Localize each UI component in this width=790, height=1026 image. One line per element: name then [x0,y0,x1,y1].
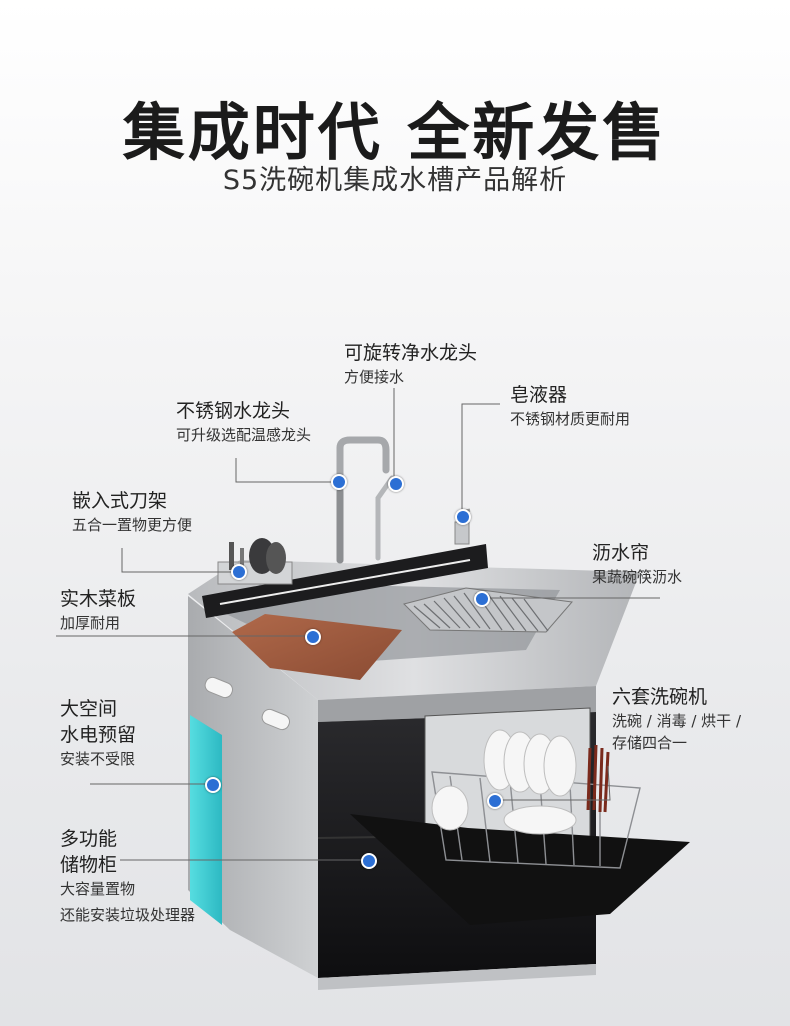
callout-title: 可旋转净水龙头 [344,342,478,364]
plates [431,729,577,835]
drain-rack [403,587,573,633]
callout-sub: 可升级选配温感龙头 [176,426,312,444]
callout-title: 沥水帘 [592,542,650,564]
side-handle [261,708,290,731]
marker-dishwasher [487,793,503,809]
callout-title: 大空间 [60,698,118,720]
side-handle [204,676,233,699]
rail-light [219,559,471,605]
page-title: 集成时代 全新发售 [122,96,668,169]
marker-drain-rack [474,591,490,607]
callout-sub-2: 还能安装垃圾处理器 [60,906,196,924]
marker-rotating-faucet [388,476,404,492]
callout-big-space: 大空间 水电预留 安装不受限 [60,696,136,770]
callout-dishwasher: 六套洗碗机 洗碗 / 消毒 / 烘干 / 存储四合一 [612,684,741,754]
callout-title-2: 水电预留 [60,724,137,746]
teal-cutaway-panel [190,715,222,925]
callout-sub: 不锈钢材质更耐用 [510,410,631,428]
callout-title: 不锈钢水龙头 [176,400,291,422]
knife-rack [217,538,293,585]
callout-sub: 洗碗 / 消毒 / 烘干 / [612,712,742,730]
marker-knife-rack [231,564,247,580]
dishwasher-door [350,814,690,925]
callout-soap-dispenser: 皂液器 不锈钢材质更耐用 [510,382,630,430]
callout-drain-rack: 沥水帘 果蔬碗筷沥水 [592,540,682,588]
callout-sub: 安装不受限 [60,750,136,768]
callout-title: 实木菜板 [60,588,137,610]
wooden-cutting-board [232,614,402,680]
rotating-faucet [375,475,395,561]
callout-sub: 方便接水 [344,368,405,386]
page-subtitle: S5洗碗机集成水槽产品解析 [222,165,568,196]
callout-title: 嵌入式刀架 [72,490,168,512]
callout-title: 六套洗碗机 [612,686,708,708]
callout-rotating-faucet: 可旋转净水龙头 方便接水 [344,340,477,388]
callout-title-2: 储物柜 [60,854,118,876]
callout-cutting-board: 实木菜板 加厚耐用 [60,586,136,634]
callout-storage: 多功能 储物柜 大容量置物 还能安装垃圾处理器 [60,826,195,926]
callout-title: 多功能 [60,828,118,850]
marker-storage [361,853,377,869]
callout-sub: 大容量置物 [60,880,136,898]
callout-steel-faucet: 不锈钢水龙头 可升级选配温感龙头 [176,398,311,446]
callout-knife-rack: 嵌入式刀架 五合一置物更方便 [72,488,192,536]
callout-sub-2: 存储四合一 [612,734,688,752]
steel-faucet [336,436,390,564]
callout-title: 皂液器 [510,384,568,406]
marker-big-space [205,777,221,793]
marker-cutting-board [305,629,321,645]
callout-sub: 五合一置物更方便 [72,516,193,534]
marker-soap-dispenser [455,509,471,525]
callout-sub: 果蔬碗筷沥水 [592,568,683,586]
leader-lines [56,388,660,861]
callout-sub: 加厚耐用 [60,614,121,632]
marker-steel-faucet [331,474,347,490]
